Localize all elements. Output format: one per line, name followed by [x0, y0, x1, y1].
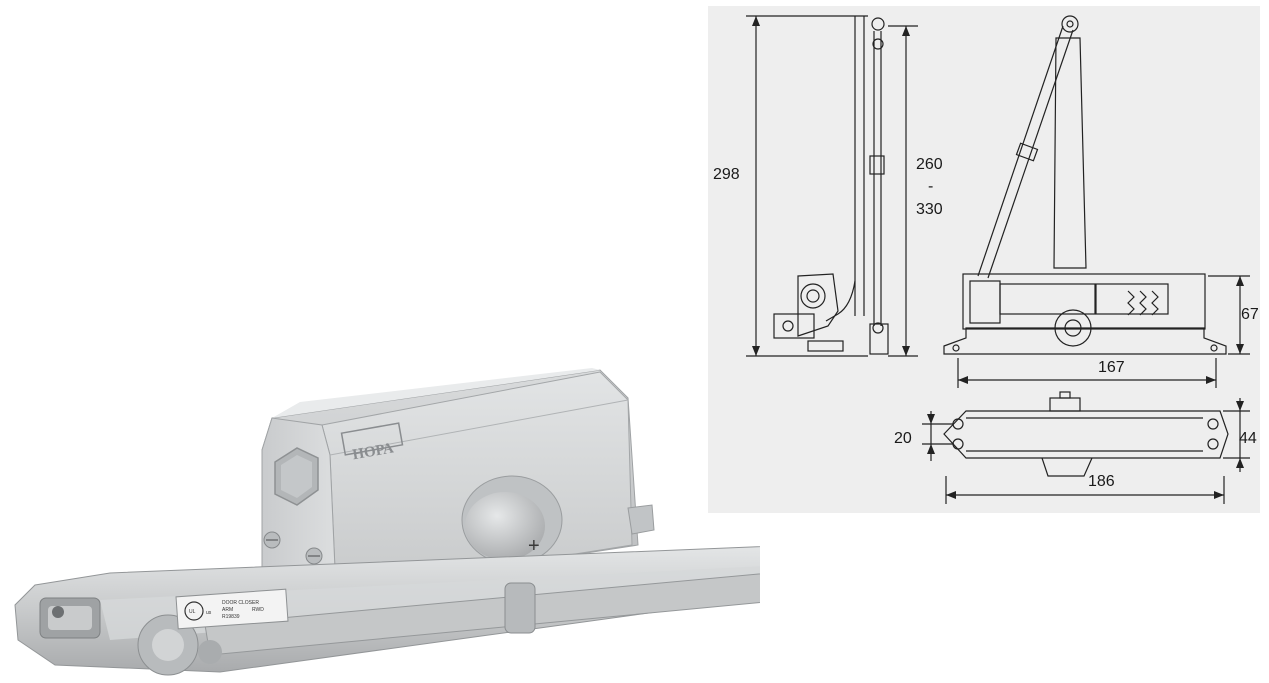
dimension-arrows — [752, 16, 1244, 499]
us-mark-text: us — [206, 610, 212, 616]
closer-body: НОРА + — [261, 368, 655, 593]
product-label: UL us DOOR CLOSER ARM RWD R19839 — [175, 588, 289, 630]
ul-mark-text: UL — [189, 609, 196, 615]
closer-arm — [14, 546, 760, 676]
dimension-drawing: 298 260 - 330 67 167 20 44 186 — [713, 15, 1259, 504]
front-view — [943, 15, 1227, 355]
label-line-extra: RWD — [252, 607, 264, 613]
dim-body-length: 167 — [1098, 359, 1125, 376]
dim-arm-min: 260 — [916, 156, 943, 173]
dim-total-height: 298 — [713, 166, 740, 183]
plus-mark-icon: + — [528, 535, 540, 557]
dim-base-length: 186 — [1088, 473, 1115, 490]
brand-text: НОРА — [351, 440, 395, 463]
side-view — [773, 16, 889, 355]
dim-arm-max: 330 — [916, 201, 943, 218]
label-line-3: R19839 — [222, 614, 240, 620]
door-closer-illustration: НОРА + UL us DOOR CLOSER ARM RWD R198 — [14, 368, 760, 676]
label-line-1: DOOR CLOSER — [222, 600, 259, 606]
technical-drawing: 298 260 - 330 67 167 20 44 186 — [708, 6, 1260, 513]
dim-base-depth: 44 — [1239, 430, 1257, 447]
label-line-2: ARM — [222, 607, 233, 613]
brand-logo: НОРА — [340, 422, 404, 463]
dim-body-height: 67 — [1241, 306, 1259, 323]
dim-base-width: 20 — [894, 430, 912, 447]
plan-view — [943, 391, 1229, 477]
dimension-lines — [746, 15, 1250, 504]
dim-arm-sep: - — [928, 178, 933, 195]
product-photo: НОРА + UL us DOOR CLOSER ARM RWD R198 — [14, 368, 760, 676]
